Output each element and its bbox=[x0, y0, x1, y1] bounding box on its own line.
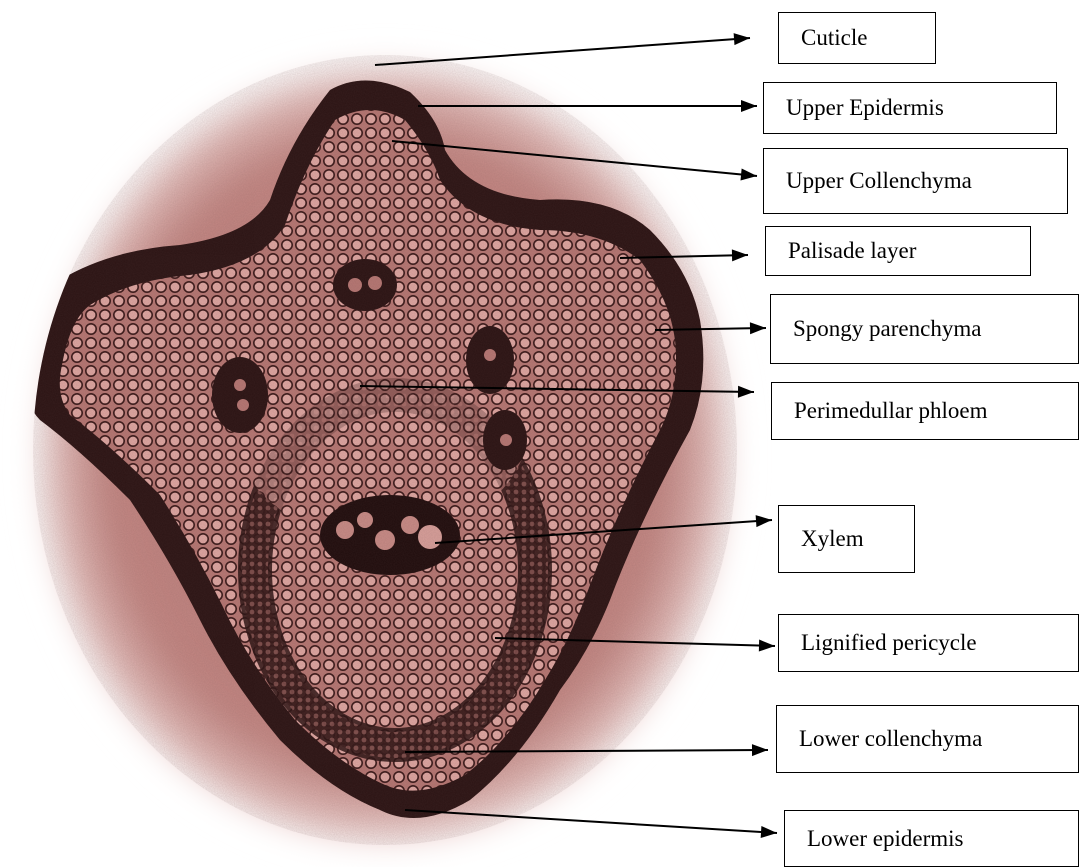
arrowhead-xylem bbox=[756, 515, 772, 527]
label-lower-collenchyma-text: Lower collenchyma bbox=[799, 726, 982, 752]
arrowhead-upper-epidermis bbox=[741, 100, 757, 112]
arrowhead-spongy-parenchyma bbox=[750, 322, 766, 334]
label-lower-collenchyma: Lower collenchyma bbox=[776, 705, 1079, 773]
label-lower-epidermis-text: Lower epidermis bbox=[807, 826, 963, 852]
label-cuticle: Cuticle bbox=[778, 12, 936, 64]
label-cuticle-text: Cuticle bbox=[801, 25, 867, 51]
arrowhead-upper-collenchyma bbox=[741, 169, 757, 181]
label-perimedullar-phloem-text: Perimedullar phloem bbox=[794, 398, 988, 424]
label-upper-collenchyma-text: Upper Collenchyma bbox=[786, 168, 972, 194]
label-xylem-text: Xylem bbox=[801, 526, 864, 552]
arrowhead-lower-collenchyma bbox=[752, 744, 768, 756]
label-lower-epidermis: Lower epidermis bbox=[784, 810, 1079, 867]
label-palisade-layer: Palisade layer bbox=[765, 226, 1031, 276]
arrowhead-perimedullar-phloem bbox=[738, 386, 754, 398]
label-spongy-parenchyma-text: Spongy parenchyma bbox=[793, 316, 981, 342]
arrowhead-lower-epidermis bbox=[761, 826, 777, 838]
label-palisade-layer-text: Palisade layer bbox=[788, 238, 916, 264]
pointer-line-cuticle bbox=[375, 38, 750, 65]
label-upper-collenchyma: Upper Collenchyma bbox=[763, 148, 1068, 214]
label-spongy-parenchyma: Spongy parenchyma bbox=[770, 294, 1079, 364]
label-upper-epidermis: Upper Epidermis bbox=[763, 82, 1057, 134]
label-xylem: Xylem bbox=[778, 505, 915, 573]
label-lignified-pericycle: Lignified pericycle bbox=[778, 614, 1079, 672]
label-upper-epidermis-text: Upper Epidermis bbox=[786, 95, 944, 121]
arrowhead-palisade-layer bbox=[732, 249, 748, 261]
label-perimedullar-phloem: Perimedullar phloem bbox=[771, 382, 1079, 440]
arrowhead-lignified-pericycle bbox=[759, 640, 775, 652]
label-lignified-pericycle-text: Lignified pericycle bbox=[801, 630, 977, 656]
